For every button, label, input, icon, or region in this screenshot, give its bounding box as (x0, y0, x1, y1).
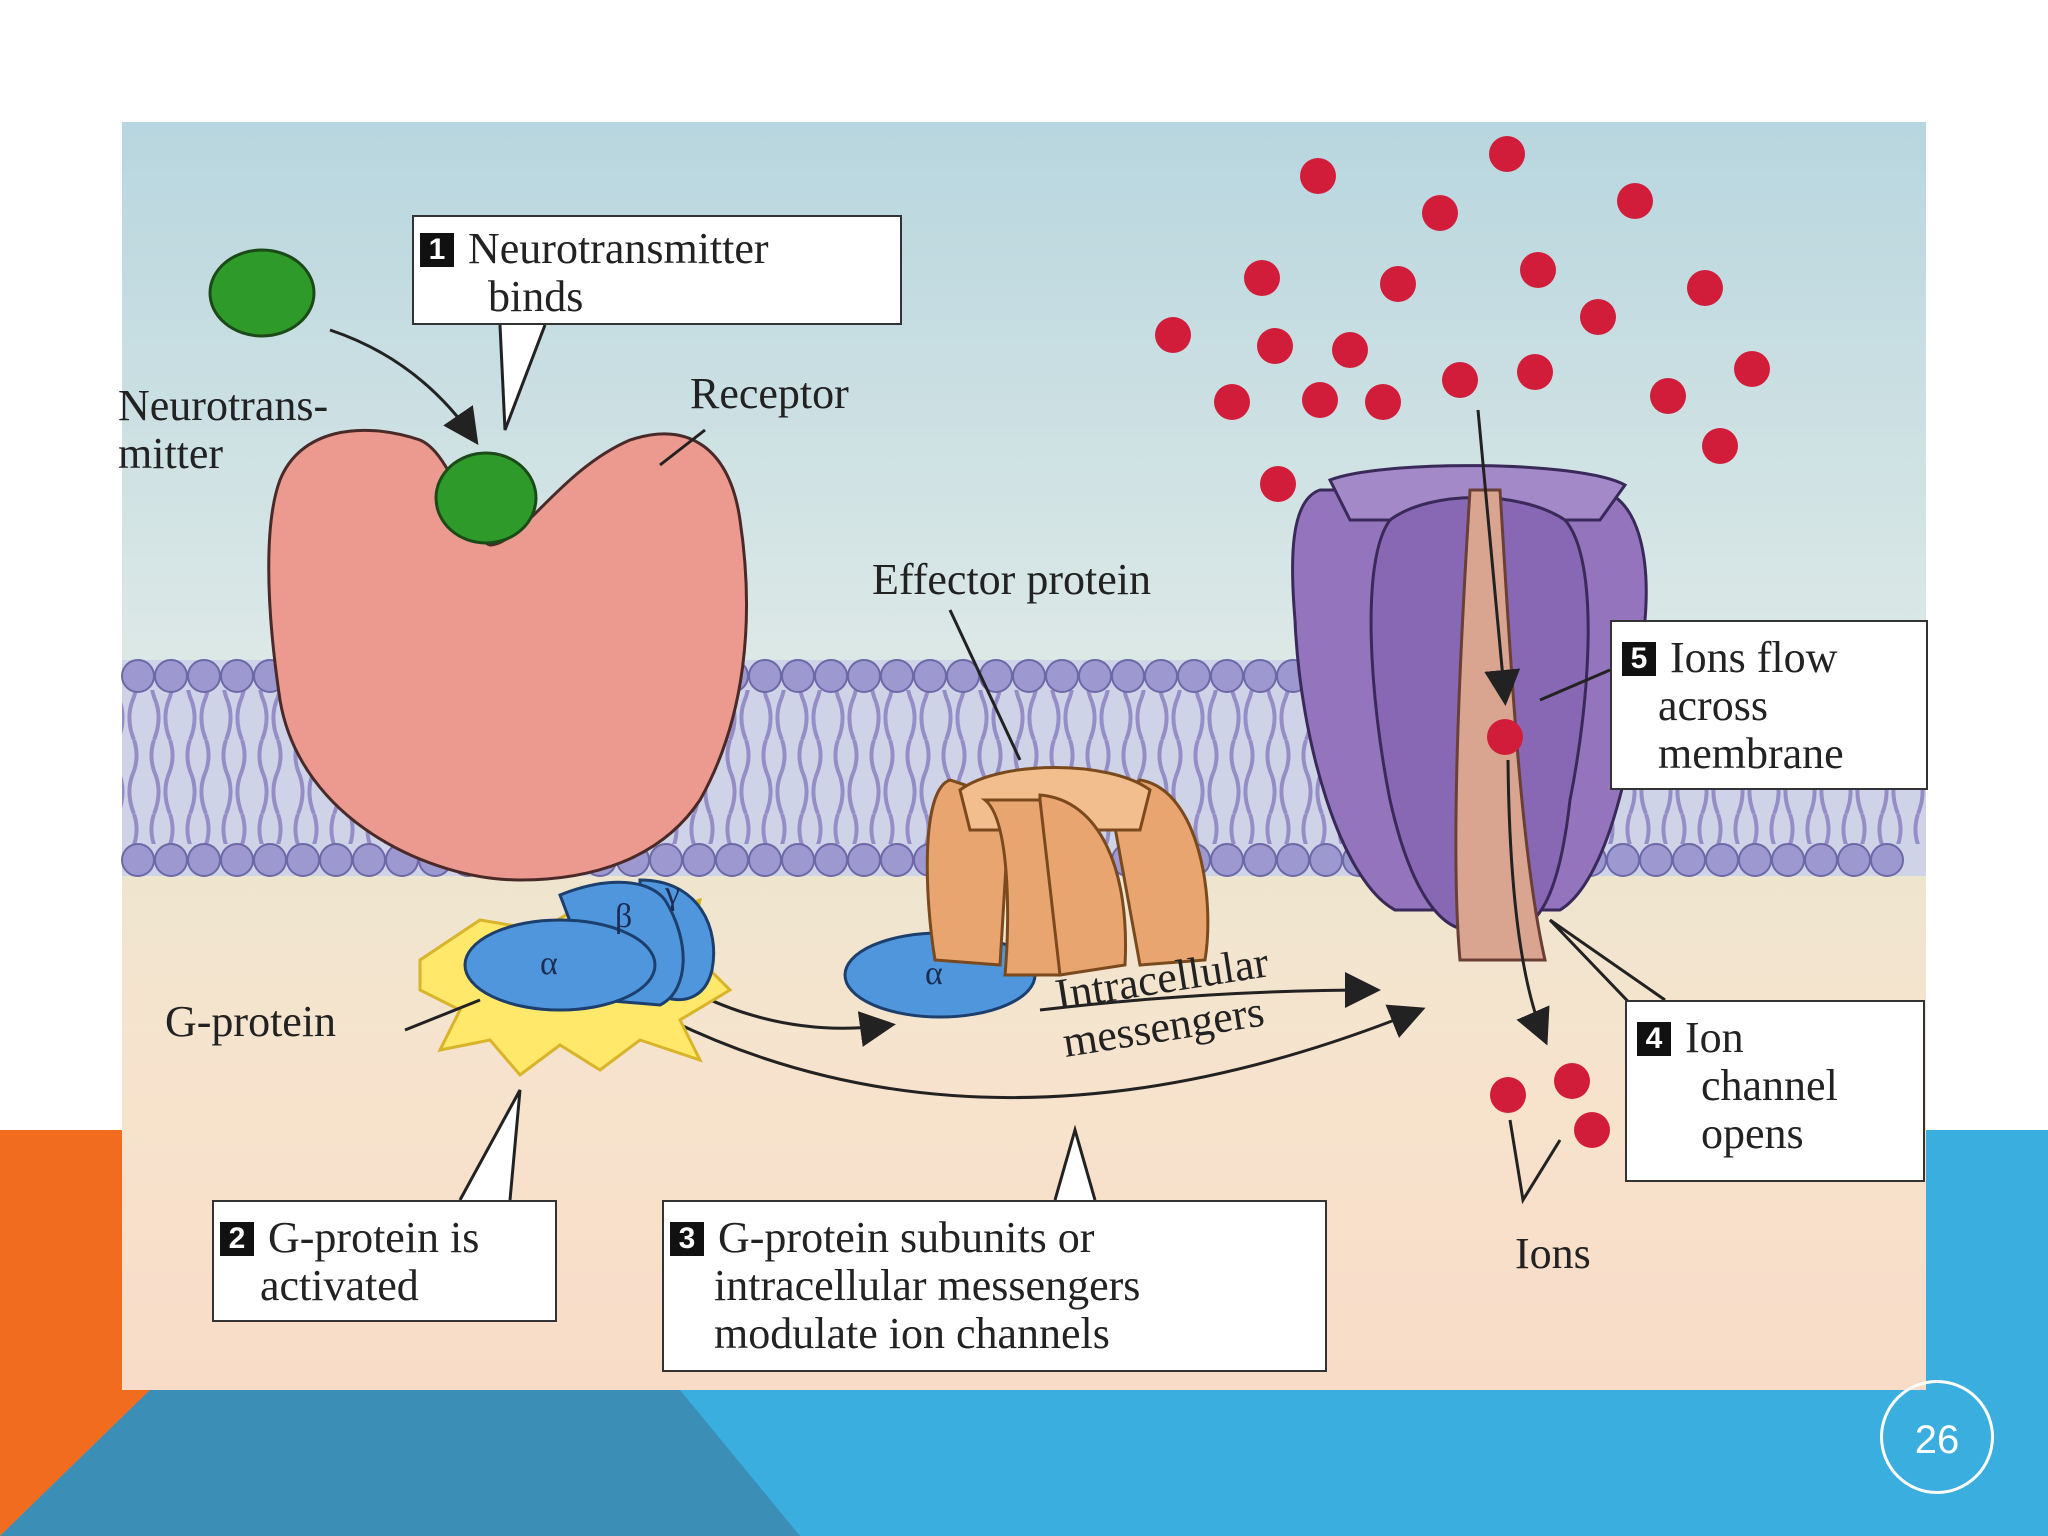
phospholipid-head (1144, 659, 1178, 693)
ion-exit-arrow (1506, 759, 1550, 1046)
phospholipid-head (814, 843, 848, 877)
phospholipid-head (1111, 659, 1145, 693)
phospholipid-head (1243, 659, 1277, 693)
phospholipid-head (1639, 843, 1673, 877)
step1-pointer (498, 324, 547, 431)
phospholipid-head (1045, 659, 1079, 693)
phospholipid-head (781, 659, 815, 693)
phospholipid-head (187, 659, 221, 693)
phospholipid-head (220, 659, 254, 693)
alpha-subunit (463, 918, 657, 1012)
phospholipid-head (1771, 843, 1805, 877)
beta-label: β (615, 898, 633, 935)
receptor-protein (267, 428, 748, 882)
phospholipid-head (649, 843, 683, 877)
phospholipid-head (1804, 843, 1838, 877)
free-neurotransmitter (208, 248, 316, 338)
step3-badge: 3 (670, 1222, 704, 1256)
phospholipid-head (1177, 659, 1211, 693)
gamma-label: γ (665, 875, 681, 912)
phospholipid-head (814, 659, 848, 693)
ion-flow-arrow (1476, 409, 1521, 706)
phospholipid-head (1738, 843, 1772, 877)
phospholipid-head (748, 659, 782, 693)
phospholipid-head (781, 843, 815, 877)
phospholipid-head (1210, 843, 1244, 877)
ion-channel (1291, 464, 1648, 962)
step1-badge: 1 (420, 233, 454, 267)
phospholipid-head (253, 843, 287, 877)
phospholipid-head (748, 843, 782, 877)
phospholipid-head (715, 843, 749, 877)
dark-blue-bottom-band (0, 1390, 800, 1536)
step4-badge: 4 (1637, 1022, 1671, 1056)
ion-in-channel (1487, 719, 1523, 755)
step2-pointer (458, 1089, 522, 1201)
receptor-pointer (659, 428, 706, 467)
phospholipid-head (220, 843, 254, 877)
phospholipid-head (880, 659, 914, 693)
phospholipid-head (1210, 659, 1244, 693)
step2-badge: 2 (220, 1222, 254, 1256)
g-protein-label: G-protein (165, 997, 337, 1046)
phospholipid-head (121, 659, 155, 693)
bound-neurotransmitter (434, 451, 538, 545)
phospholipid-head (1012, 659, 1046, 693)
phospholipid-head (880, 843, 914, 877)
phospholipid-head (1606, 843, 1640, 877)
neurotransmitter-label: Neurotrans- mitter (118, 381, 329, 478)
ions-label: Ions (1515, 1229, 1591, 1278)
phospholipid-head (352, 843, 386, 877)
phospholipid-head (1870, 843, 1904, 877)
phospholipid-head (286, 843, 320, 877)
receptor-label: Receptor (690, 369, 849, 418)
step5-pointer (1539, 668, 1611, 702)
step5-badge: 5 (1622, 642, 1656, 676)
neurotransmitter-arrow (329, 328, 479, 445)
phospholipid-head (1243, 843, 1277, 877)
g-protein-pointer (404, 998, 481, 1032)
intracellular-ions (1490, 1063, 1610, 1148)
effector-protein (925, 766, 1210, 977)
phospholipid-head (847, 843, 881, 877)
phospholipid-head (1276, 843, 1310, 877)
phospholipid-head (154, 843, 188, 877)
effector-protein-label: Effector protein (872, 555, 1151, 604)
phospholipid-head (682, 843, 716, 877)
phospholipid-head (847, 659, 881, 693)
phospholipid-head (1309, 843, 1343, 877)
alpha-label: α (540, 945, 558, 982)
phospholipid-head (1672, 843, 1706, 877)
orange-corner-shape (0, 1130, 160, 1536)
released-alpha-label: α (925, 955, 943, 992)
messenger-arrow-1 (1039, 972, 1381, 1012)
phospholipid-head (121, 843, 155, 877)
step3-pointer (1053, 1124, 1097, 1201)
ions-pointer (1508, 1119, 1562, 1205)
phospholipid-head (1705, 843, 1739, 877)
phospholipid-head (187, 843, 221, 877)
effector-pointer (948, 609, 1022, 761)
phospholipid-head (1078, 659, 1112, 693)
phospholipid-head (1837, 843, 1871, 877)
messenger-arrow-2 (669, 1004, 1426, 1100)
phospholipid-head (154, 659, 188, 693)
extracellular-ions (1155, 136, 1770, 502)
slide-number: 26 (1880, 1380, 1994, 1494)
phospholipid-head (913, 659, 947, 693)
phospholipid-head (319, 843, 353, 877)
